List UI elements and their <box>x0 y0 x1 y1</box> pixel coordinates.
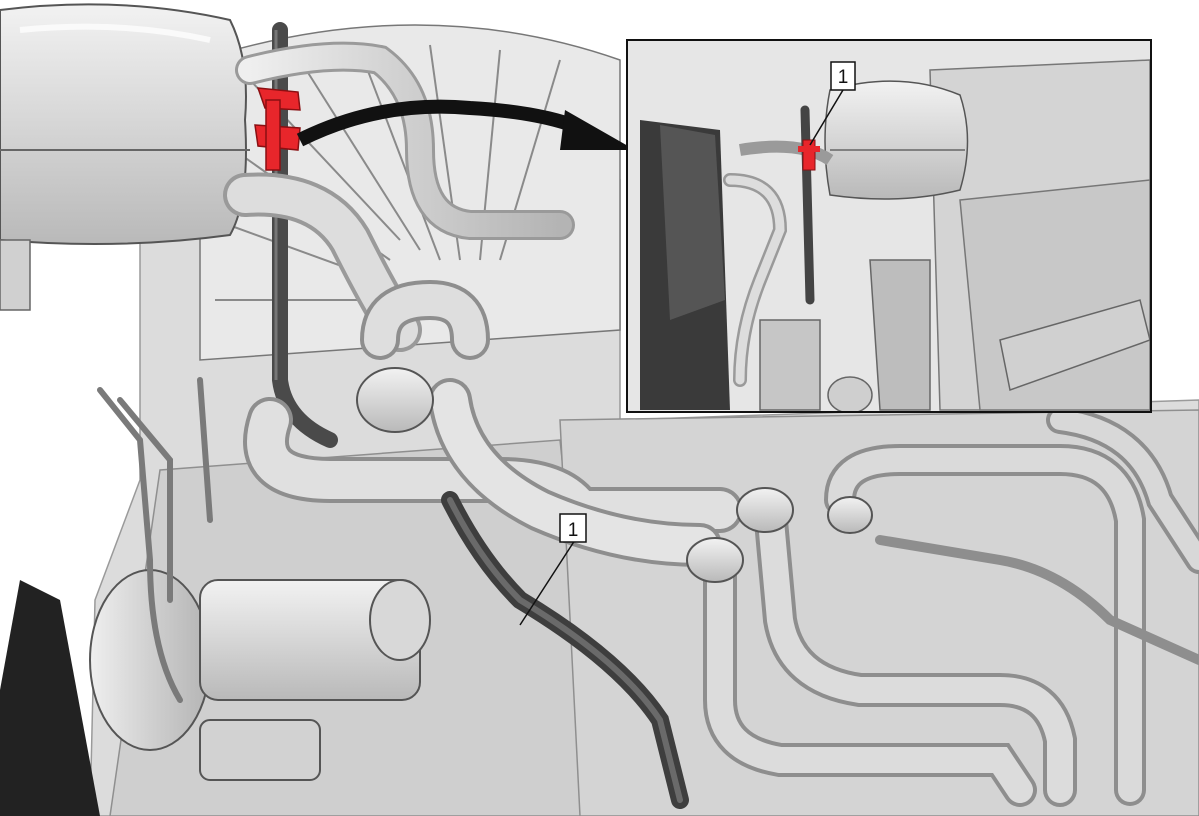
callout-inset: 1 <box>809 61 856 146</box>
inset-detail-view: 1 <box>626 39 1152 413</box>
coolant-reservoir <box>0 3 250 311</box>
compressor-unit <box>89 569 431 781</box>
callout-main: 1 <box>519 513 587 626</box>
left-panel <box>0 580 100 816</box>
dark-hose-lower <box>441 491 689 809</box>
metal-lines-left <box>97 377 213 703</box>
hose-couplings <box>356 367 873 583</box>
pointer-arrow <box>296 99 635 150</box>
callout-label-inset: 1 <box>838 67 849 88</box>
callout-label-main: 1 <box>568 520 579 541</box>
highlighted-clip <box>254 87 301 171</box>
coolant-hoses-main <box>243 279 1199 807</box>
